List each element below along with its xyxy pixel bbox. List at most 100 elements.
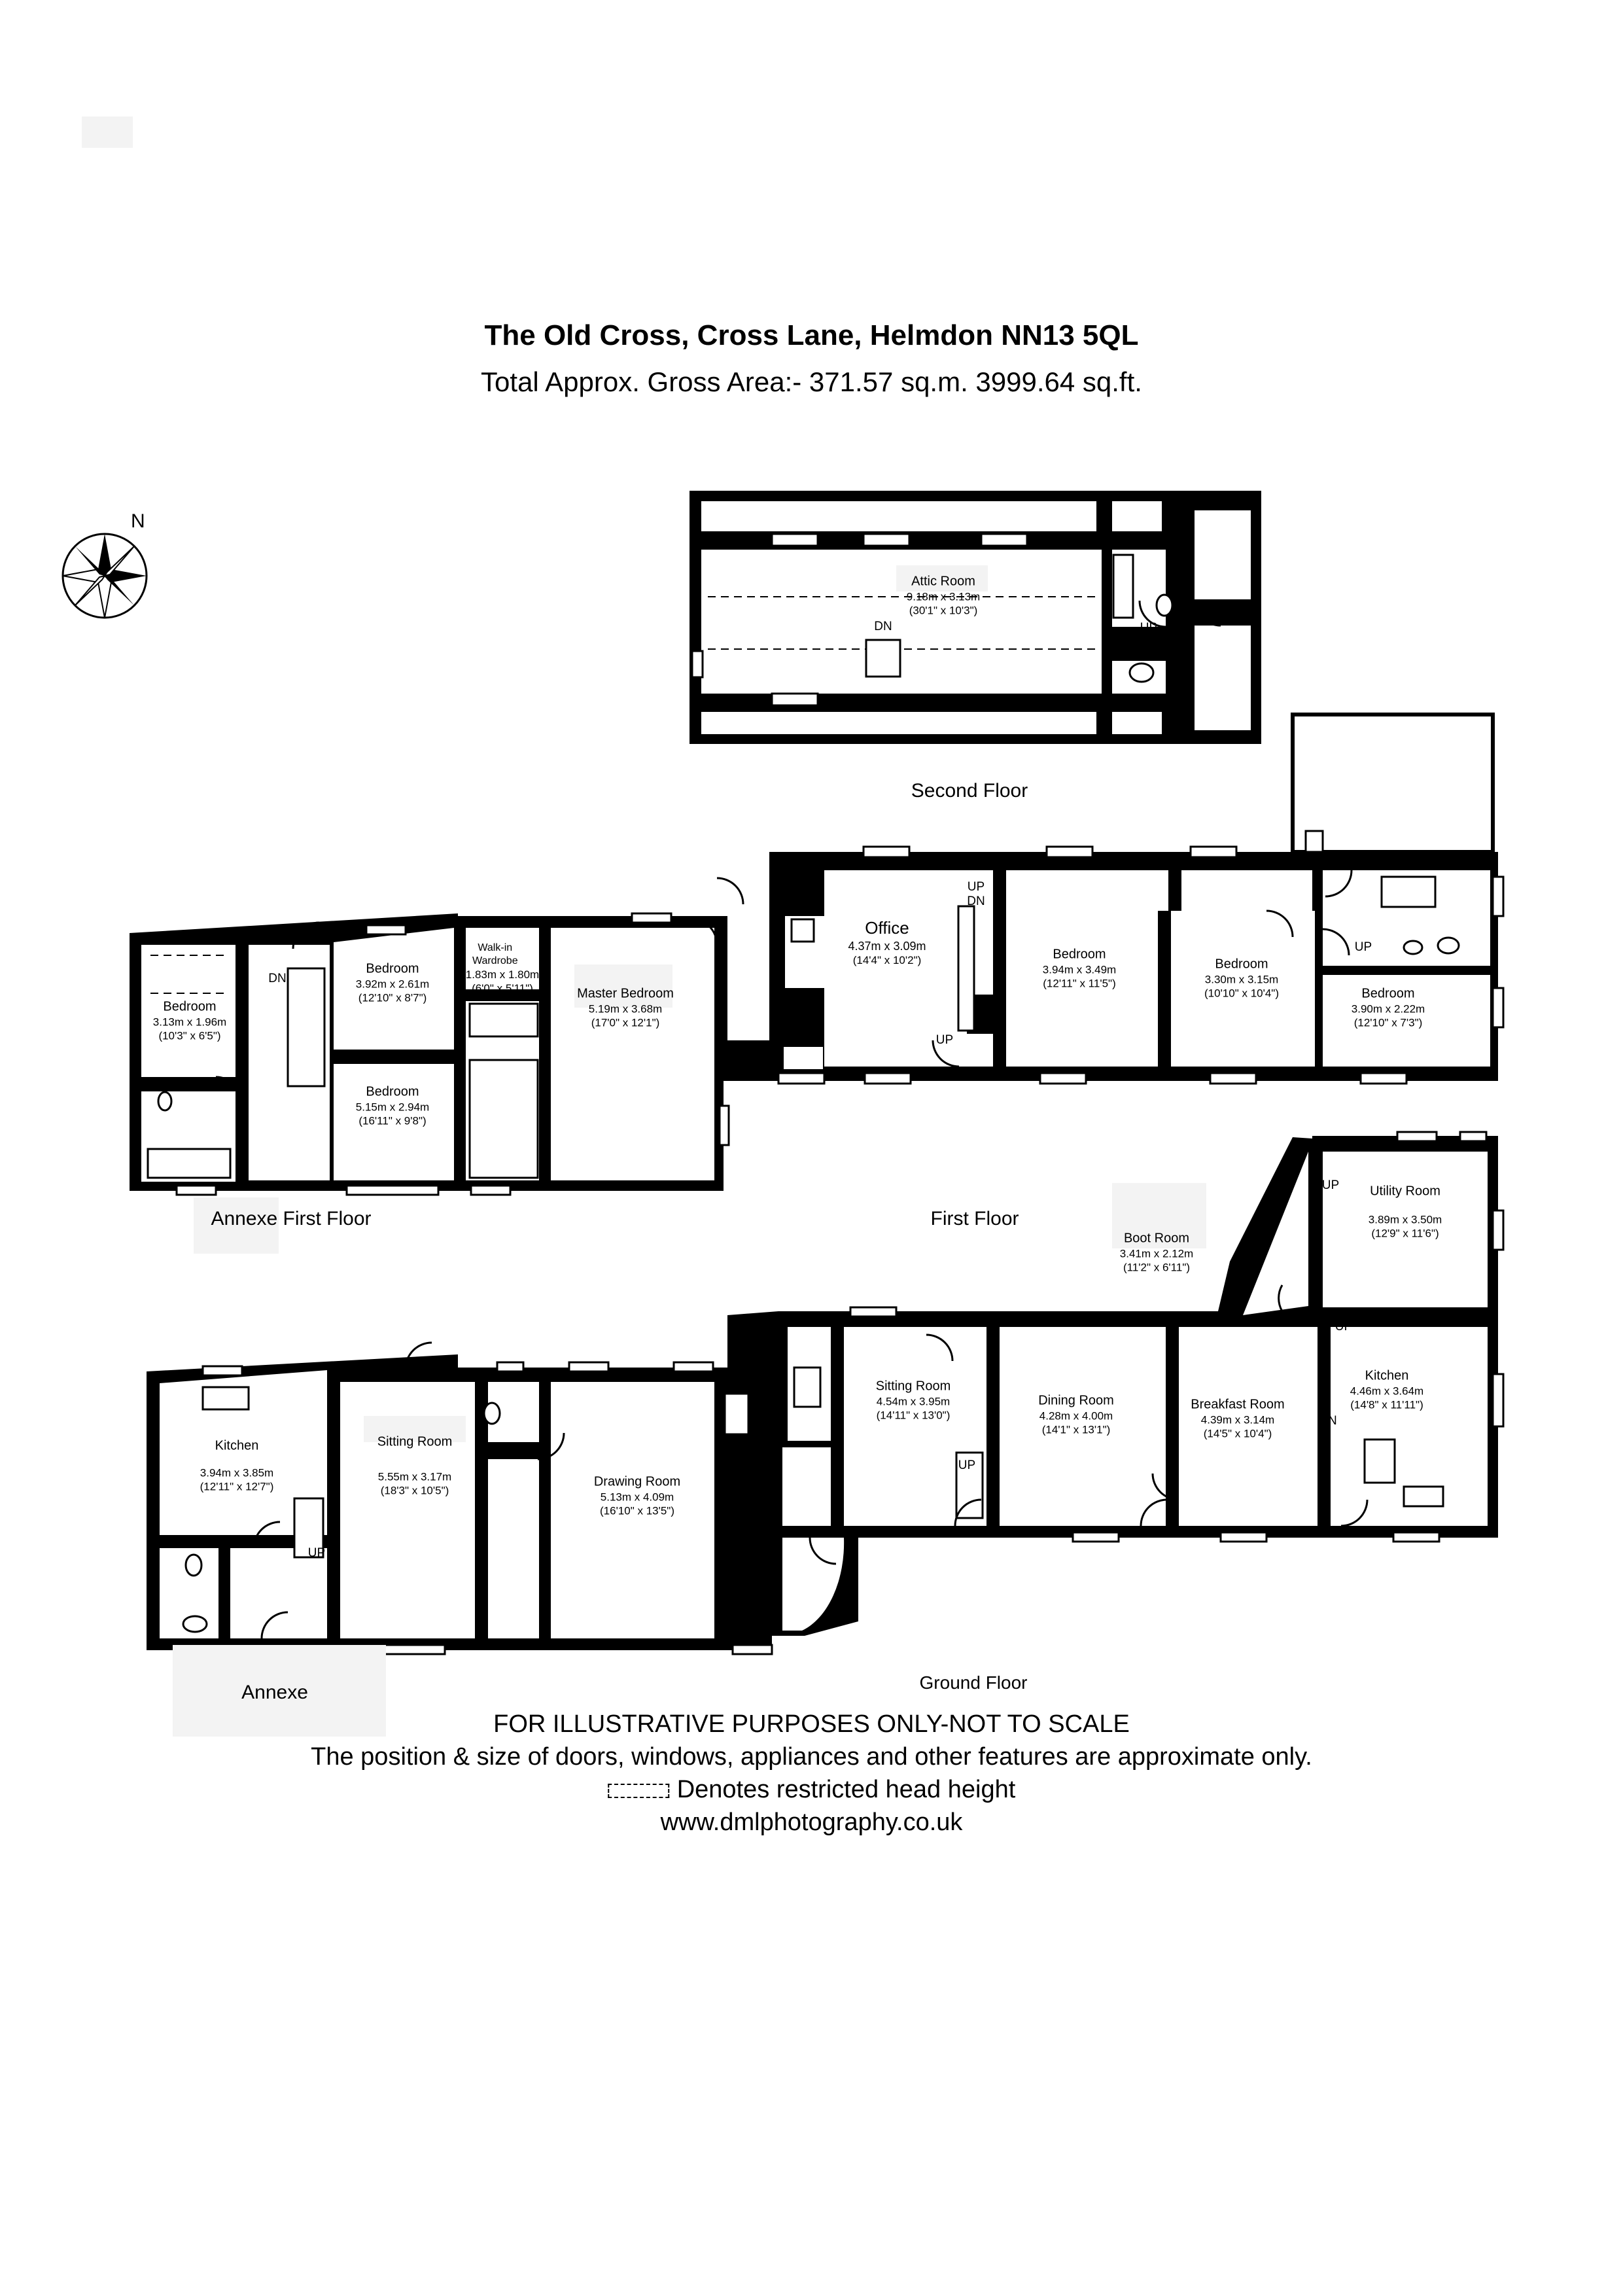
room-metric: 3.90m x 2.22m [1351,1002,1425,1016]
room-name: Bedroom [366,961,419,976]
approximation-note: The position & size of doors, windows, a… [311,1743,1312,1771]
room-metric: 1.83m x 1.80m [465,968,540,981]
annexe-first-floor-plan [130,912,730,1196]
room-name: Drawing Room [593,1474,681,1489]
compass: N [52,504,157,631]
stair-down-label: DN [268,972,287,985]
restricted-area-tag-attic [896,565,988,592]
room-name: Bedroom [1215,957,1268,972]
stair-up-label: UP [1335,1320,1353,1333]
room-master-bedroom: Master Bedroom 5.19m x 3.68m (17'0" x 12… [577,985,674,1030]
room-bedroom-3: Bedroom 3.90m x 2.22m (12'10" x 7'3") [1352,985,1425,1030]
room-metric: 4.54m x 3.95m [876,1395,951,1408]
restricted-area-tag-annexe [173,1645,386,1737]
restricted-area-tag-annexe-ff [194,1197,279,1254]
stair-up-label: UP [935,1033,954,1047]
logo-placeholder [82,116,133,148]
room-imperial: (18'3" x 10'5") [380,1484,449,1497]
room-imperial: (12'10" x 7'3") [1353,1016,1423,1029]
north-label: N [131,510,145,532]
room-bedroom-2: Bedroom 3.30m x 3.15m (10'10" x 10'4") [1204,956,1279,1000]
room-name: Bedroom [1361,986,1415,1001]
property-title: The Old Cross, Cross Lane, Helmdon NN13 … [484,319,1139,351]
stair-down-label: DN [967,894,985,908]
room-metric: 4.37m x 3.09m [848,939,926,953]
room-imperial: (14'11" x 13'0") [876,1409,951,1422]
room-attic: Attic Room 9.18m x 3.13m (30'1" x 10'3") [907,573,980,618]
floor-label-annexe-first: Annexe First Floor [211,1208,372,1229]
stair-up-label: UP [307,1546,326,1560]
room-name: Boot Room [1123,1231,1190,1246]
legend-text: Denotes restricted head height [676,1776,1016,1803]
room-sitting-room: Sitting Room 4.54m x 3.95m (14'11" x 13'… [876,1378,951,1422]
room-imperial: (12'11" x 12'7") [200,1480,274,1493]
restricted-area-tag-boot [1112,1183,1206,1248]
room-metric: 4.28m x 4.00m [1039,1409,1113,1422]
room-name: Attic Room [911,574,975,589]
room-name: Sitting Room [377,1434,453,1449]
room-metric: 5.13m x 4.09m [600,1491,674,1504]
room-imperial: (17'0" x 12'1") [591,1016,660,1029]
stair-up-label: UP [958,1458,976,1472]
room-imperial: (11'2" x 6'11") [1123,1261,1191,1274]
room-name: Sitting Room [875,1379,951,1394]
stair-up-label: UP [1140,621,1158,635]
room-drawing-room: Drawing Room 5.13m x 4.09m (16'10" x 13'… [594,1474,680,1518]
disclaimer: FOR ILLUSTRATIVE PURPOSES ONLY-NOT TO SC… [493,1710,1130,1738]
room-name: Dining Room [1038,1393,1114,1408]
floor-label-second: Second Floor [911,780,1028,802]
room-annexe-bedroom-3: Bedroom 5.15m x 2.94m (16'11" x 9'8") [356,1084,429,1128]
room-name: Utility Room [1370,1184,1440,1199]
room-bedroom-1: Bedroom 3.94m x 3.49m (12'11" x 11'5") [1043,946,1116,991]
room-annexe-bedroom-1: Bedroom 3.13m x 1.96m (10'3" x 6'5") [153,998,226,1043]
room-boot-room: Boot Room 3.41m x 2.12m (11'2" x 6'11") [1120,1230,1193,1275]
room-metric: 3.89m x 3.50m [1368,1213,1442,1226]
room-metric: 3.94m x 3.49m [1042,963,1117,976]
stair-down-label: DN [1302,850,1320,864]
room-imperial: (14'8" x 11'11") [1350,1398,1423,1411]
room-imperial: (14'1" x 13'1") [1041,1423,1111,1436]
room-imperial: (30'1" x 10'3") [909,604,978,617]
room-metric: 4.39m x 3.14m [1200,1413,1275,1426]
room-utility-room: Utility Room 3.89m x 3.50m (12'9" x 11'6… [1369,1183,1442,1241]
room-imperial: (14'5" x 10'4") [1203,1427,1272,1440]
room-breakfast-room: Breakfast Room 4.39m x 3.14m (14'5" x 10… [1191,1396,1284,1441]
stair-down-label: DN [1319,1414,1337,1428]
restricted-area-tag-master [574,964,672,1008]
gross-area: Total Approx. Gross Area:- 371.57 sq.m. … [481,366,1142,397]
room-metric: 5.55m x 3.17m [377,1470,452,1483]
room-annexe-bedroom-2: Bedroom 3.92m x 2.61m (12'10" x 8'7") [356,961,429,1005]
compass-rose-icon: N [61,510,148,619]
room-kitchen: Kitchen 4.46m x 3.64m (14'8" x 11'11") [1350,1368,1423,1412]
room-imperial: (6'0" x 5'11") [472,982,533,995]
room-name: Kitchen [215,1438,259,1453]
room-metric: 9.18m x 3.13m [906,590,981,603]
room-imperial: (10'3" x 6'5") [158,1029,221,1042]
stair-up-label: UP [967,880,985,894]
room-imperial: (12'11" x 11'5") [1043,977,1116,990]
room-imperial: (16'10" x 13'5") [599,1504,675,1517]
website: www.dmlphotography.co.uk [660,1809,963,1836]
room-name: Bedroom [1053,947,1106,962]
stair-down-label: DN [874,620,892,633]
room-name: Bedroom [163,999,217,1014]
legend: Denotes restricted head height [607,1776,1016,1804]
room-imperial: (12'10" x 8'7") [358,991,427,1004]
room-imperial: (16'11" x 9'8") [358,1114,427,1127]
room-metric: 3.92m x 2.61m [355,978,430,991]
room-imperial: (10'10" x 10'4") [1204,987,1280,1000]
room-imperial: (12'9" x 11'6") [1371,1227,1439,1240]
room-dining-room: Dining Room 4.28m x 4.00m (14'1" x 13'1"… [1038,1392,1114,1437]
stair-up-label: UP [1354,940,1372,954]
room-annexe-sitting-room: Sitting Room 5.55m x 3.17m (18'3" x 10'5… [377,1434,453,1498]
room-name: Master Bedroom [577,986,674,1001]
floor-label-annexe: Annexe [241,1682,308,1703]
room-metric: 3.13m x 1.96m [152,1016,227,1029]
floor-label-ground: Ground Floor [919,1672,1028,1693]
room-name: Office [865,917,909,938]
room-metric: 3.94m x 3.85m [200,1466,274,1479]
room-office: Office 4.37m x 3.09m (14'4" x 10'2") [848,917,926,967]
restricted-height-legend-icon [607,1783,669,1798]
stair-up-label: UP [1321,1178,1340,1192]
